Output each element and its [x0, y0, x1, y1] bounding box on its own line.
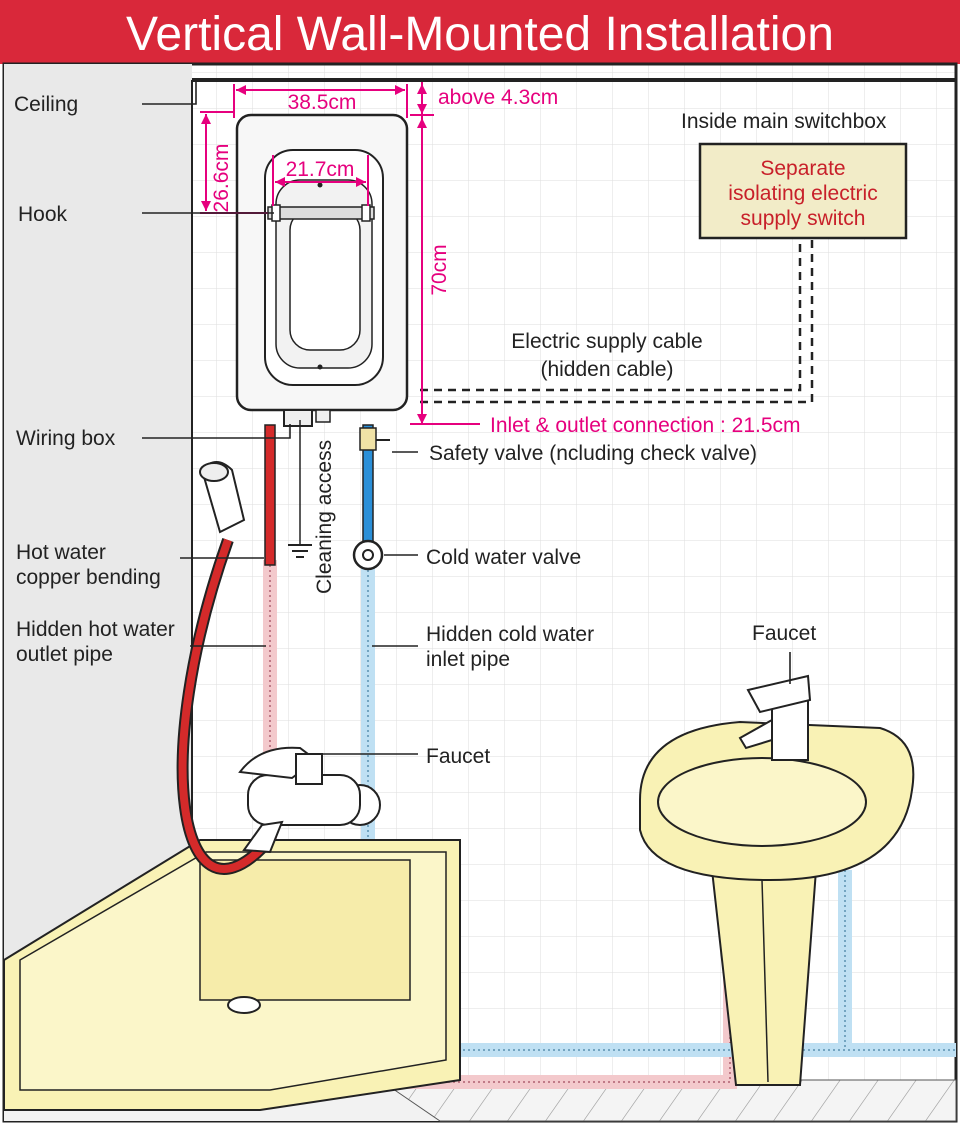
shower-hose — [178, 538, 265, 873]
label-cable-2: (hidden cable) — [540, 358, 673, 381]
label-hidden-hot-1: Hidden hot water — [16, 618, 175, 641]
side-wall — [4, 64, 192, 1121]
cleaning-access-port — [315, 409, 331, 423]
label-switch-2: isolating electric — [728, 182, 877, 205]
dim-height: 70cm — [428, 244, 451, 295]
label-cable-1: Electric supply cable — [511, 330, 702, 353]
label-hot-water-bending-1: Hot water — [16, 541, 106, 564]
electric-supply-cable-2 — [420, 238, 802, 392]
label-switchbox-heading: Inside main switchbox — [681, 110, 887, 133]
label-hidden-cold-1: Hidden cold water — [426, 623, 594, 646]
ground-icon — [288, 420, 312, 558]
diagram-title: Vertical Wall-Mounted Installation — [126, 8, 834, 61]
basin-faucet-icon — [738, 674, 812, 761]
dim-width: 38.5cm — [288, 91, 357, 114]
shower-faucet-icon — [238, 746, 381, 854]
dim-inner-width: 21.7cm — [286, 158, 355, 181]
drain-icon — [227, 996, 261, 1014]
label-switch-3: supply switch — [741, 207, 866, 230]
isolating-switch-box — [698, 142, 908, 240]
hook-bracket — [267, 206, 375, 220]
label-switch-1: Separate — [760, 157, 845, 180]
label-ceiling: Ceiling — [14, 93, 78, 116]
title-bar — [0, 0, 960, 64]
label-faucet-basin: Faucet — [752, 622, 816, 645]
label-hook: Hook — [18, 203, 68, 226]
label-cold-valve: Cold water valve — [426, 546, 581, 569]
label-hot-water-bending-2: copper bending — [16, 566, 161, 589]
leader-lines — [142, 80, 791, 755]
dim-connection: Inlet & outlet connection : 21.5cm — [490, 414, 801, 437]
shower-head-icon — [199, 461, 246, 534]
wash-basin — [639, 720, 915, 1086]
label-safety-valve: Safety valve (ncluding check valve) — [429, 442, 757, 465]
safety-valve — [359, 427, 377, 451]
dimension-lines — [200, 82, 480, 425]
hot-water-pipe — [264, 424, 276, 566]
bathtub — [3, 839, 461, 1111]
wiring-box — [283, 409, 313, 427]
label-hidden-cold-2: inlet pipe — [426, 648, 510, 671]
electric-supply-cable — [420, 238, 814, 404]
dim-above: above 4.3cm — [438, 86, 558, 109]
label-wiring-box: Wiring box — [16, 427, 116, 450]
label-hidden-hot-2: outlet pipe — [16, 643, 113, 666]
label-cleaning-access: Cleaning access — [313, 440, 336, 594]
dim-hook-height: 26.6cm — [210, 144, 233, 213]
label-faucet-shower: Faucet — [426, 745, 490, 768]
